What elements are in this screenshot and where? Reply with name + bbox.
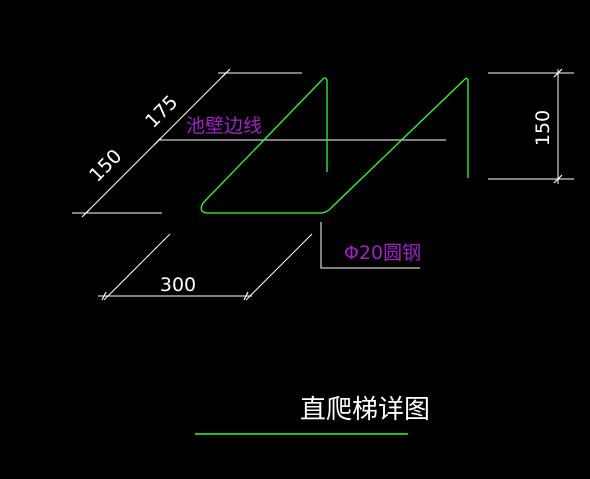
tick-right-bottom bbox=[553, 174, 563, 184]
dimension-ticks bbox=[81, 68, 563, 301]
dim300-left-extension bbox=[103, 233, 171, 301]
dimension-lines bbox=[72, 69, 574, 301]
tick-mid bbox=[153, 136, 163, 146]
dim-150-right-text: 150 bbox=[532, 110, 554, 146]
drawing-title: 直爬梯详图 bbox=[300, 395, 430, 425]
dim-300-text: 300 bbox=[160, 274, 196, 296]
rebar-spec-label: Φ20圆钢 bbox=[344, 242, 421, 264]
rebar-path bbox=[200, 77, 469, 214]
wall-edge-label: 池壁边线 bbox=[186, 115, 262, 137]
tick-top bbox=[221, 68, 231, 78]
dim300-right-extension bbox=[245, 233, 313, 301]
tick-bottom bbox=[81, 208, 91, 218]
tick-300-right bbox=[243, 291, 249, 301]
dim-150-left-text: 150 bbox=[85, 145, 126, 186]
tick-300-left bbox=[101, 291, 107, 301]
tick-right-top bbox=[553, 68, 563, 78]
dim-175-text: 175 bbox=[141, 91, 182, 132]
rebar-leader-line bbox=[320, 222, 420, 269]
rebar-shape bbox=[200, 77, 469, 214]
